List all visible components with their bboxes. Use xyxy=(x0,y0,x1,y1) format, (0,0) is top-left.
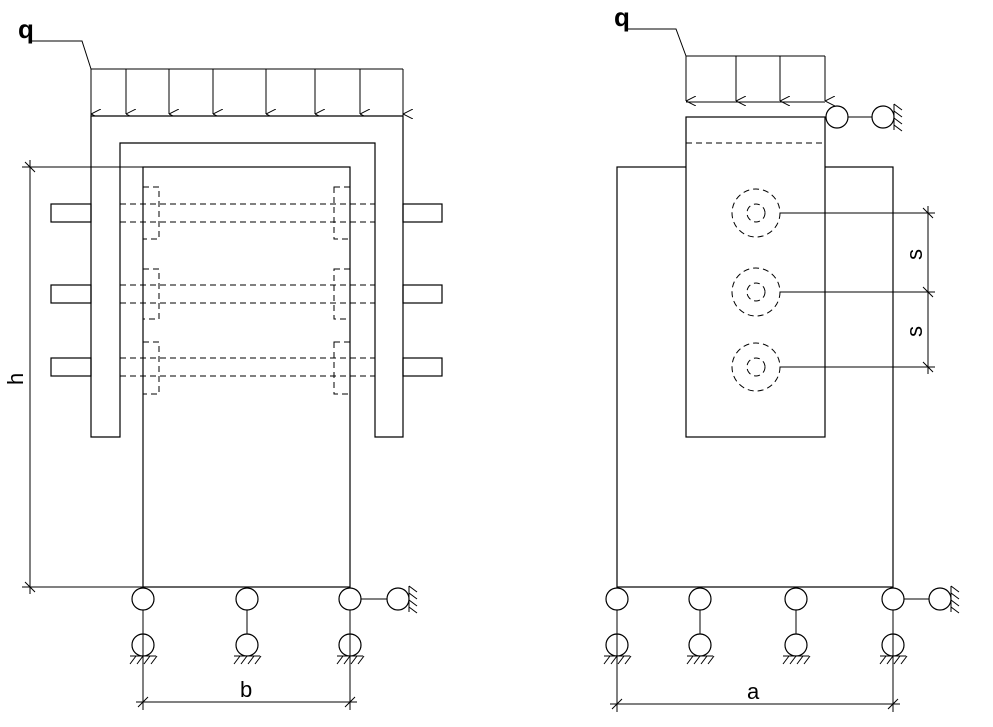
pin-support-icon xyxy=(782,587,811,665)
front-spacing-dimension: s s xyxy=(902,206,934,374)
front-distributed-load xyxy=(685,55,825,102)
side-load-label: q xyxy=(18,14,34,44)
side-supports xyxy=(129,585,418,665)
bolt-hole-icon xyxy=(731,267,935,317)
pin-support-icon xyxy=(686,587,715,665)
front-supports xyxy=(603,585,960,665)
front-view: q xyxy=(603,2,960,712)
front-width-label: a xyxy=(747,679,760,704)
front-cap xyxy=(685,116,826,438)
side-column xyxy=(142,166,351,588)
bolt-hole-icon xyxy=(731,188,935,238)
side-distributed-load xyxy=(90,68,403,116)
side-load-leader xyxy=(30,40,92,70)
spacing-label-top: s xyxy=(902,249,927,260)
side-width-dimension: b xyxy=(136,610,357,710)
distributed-load-arrow-icon xyxy=(90,69,403,114)
roller-support-icon xyxy=(361,585,418,614)
side-height-dimension: h xyxy=(3,160,143,594)
front-load-label: q xyxy=(614,2,630,32)
spacing-label-bottom: s xyxy=(902,326,927,337)
side-width-label: b xyxy=(240,677,252,702)
front-width-dimension: a xyxy=(610,610,900,712)
side-view: q xyxy=(3,14,443,710)
roller-support-icon xyxy=(904,585,960,614)
side-u-cap xyxy=(90,115,404,438)
roller-support-icon xyxy=(825,103,903,132)
side-bolt-top xyxy=(50,203,443,223)
side-bolt-bottom xyxy=(50,357,443,377)
distributed-load-arrow-icon xyxy=(685,56,825,101)
bolt-hole-icon xyxy=(731,342,935,392)
side-hidden-washers xyxy=(142,186,351,395)
side-bolt-middle xyxy=(50,284,443,304)
side-height-label: h xyxy=(3,373,28,385)
front-load-leader xyxy=(626,28,687,57)
pin-support-icon xyxy=(233,587,262,665)
